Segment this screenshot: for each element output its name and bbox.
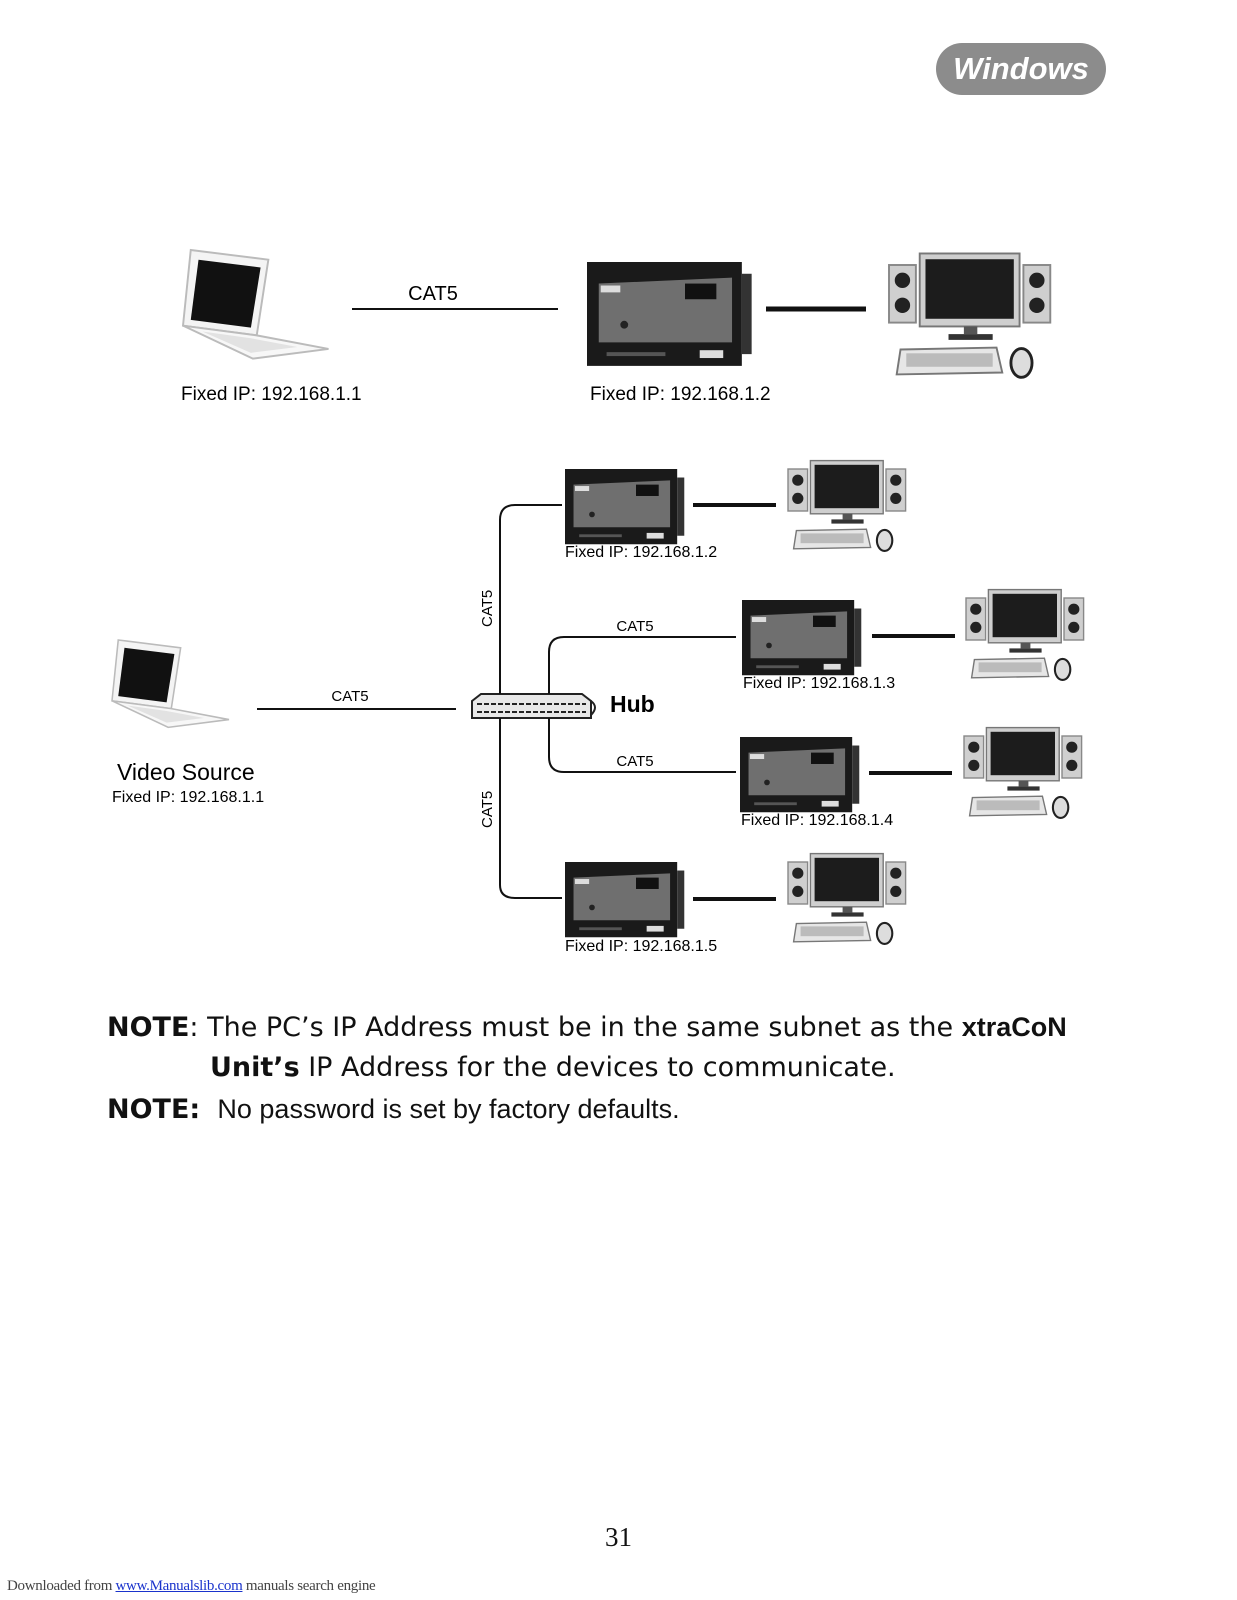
windows-section-badge: Windows bbox=[936, 43, 1106, 95]
page-number: 31 bbox=[605, 1522, 632, 1552]
cable-mid1-line bbox=[548, 636, 736, 694]
cable-mid1-label: CAT5 bbox=[616, 618, 653, 635]
source-cable-label: CAT5 bbox=[331, 688, 368, 705]
footer-prefix: Downloaded from bbox=[7, 1578, 116, 1594]
note-label: NOTE bbox=[107, 1012, 190, 1043]
manualslib-link[interactable]: www.Manualslib.com bbox=[115, 1578, 243, 1594]
receiver-unit-4-icon bbox=[565, 862, 685, 938]
note-text: : The PC’s IP Address must be in the sam… bbox=[189, 1012, 962, 1043]
unit-1-ip-label: Fixed IP: 192.168.1.2 bbox=[565, 544, 717, 561]
note-subnet: NOTE: The PC’s IP Address must be in the… bbox=[107, 1009, 1067, 1046]
receiver-unit-2-icon bbox=[742, 600, 862, 676]
cable-down-label: CAT5 bbox=[479, 791, 496, 828]
download-footer: Downloaded from www.Manualslib.com manua… bbox=[7, 1578, 376, 1595]
video-source-ip: Fixed IP: 192.168.1.1 bbox=[112, 789, 264, 806]
hub-icon bbox=[471, 693, 596, 719]
cable-mid2-label: CAT5 bbox=[616, 753, 653, 770]
note-subnet-continued: Unit’s IP Address for the devices to com… bbox=[210, 1050, 896, 1086]
unit-3-ip-label: Fixed IP: 192.168.1.4 bbox=[741, 812, 893, 829]
pc-ip-label: Fixed IP: 192.168.1.1 bbox=[181, 384, 362, 405]
unit-2-ip-label: Fixed IP: 192.168.1.3 bbox=[743, 675, 895, 692]
monitor-station-icon bbox=[887, 252, 1052, 379]
monitor-station-4-icon bbox=[786, 852, 907, 945]
cable-mid2-line bbox=[548, 718, 736, 773]
cable-label: CAT5 bbox=[408, 283, 458, 305]
footer-suffix: manuals search engine bbox=[242, 1578, 376, 1594]
unit-ip-label: Fixed IP: 192.168.1.2 bbox=[590, 384, 771, 405]
note-bold-text: Unit’s bbox=[210, 1052, 300, 1083]
monitor-station-2-icon bbox=[964, 588, 1085, 681]
monitor-station-1-icon bbox=[786, 459, 907, 552]
cable-down-line bbox=[499, 718, 562, 899]
note-password: NOTE: No password is set by factory defa… bbox=[107, 1091, 680, 1128]
note-label: NOTE: bbox=[107, 1094, 201, 1125]
video-source-title: Video Source bbox=[117, 759, 255, 785]
cable-up-label: CAT5 bbox=[479, 590, 496, 627]
receiver-unit-1-icon bbox=[565, 469, 685, 545]
brand-name: xtraCoN bbox=[961, 1012, 1067, 1042]
cable-up-line bbox=[499, 504, 562, 694]
hub-label: Hub bbox=[610, 691, 655, 717]
note-text: IP Address for the devices to communicat… bbox=[299, 1052, 896, 1083]
unit-4-ip-label: Fixed IP: 192.168.1.5 bbox=[565, 938, 717, 955]
network-diagram: CAT5 Fixed IP: 192.168.1.1 Fixed IP: 192… bbox=[111, 249, 1085, 955]
receiver-unit-3-icon bbox=[740, 737, 860, 813]
monitor-station-3-icon bbox=[962, 726, 1083, 819]
note-text: No password is set by factory defaults. bbox=[217, 1094, 680, 1124]
xtracon-unit-icon bbox=[587, 262, 752, 366]
video-source-laptop-icon bbox=[111, 639, 230, 729]
laptop-icon bbox=[182, 249, 330, 360]
